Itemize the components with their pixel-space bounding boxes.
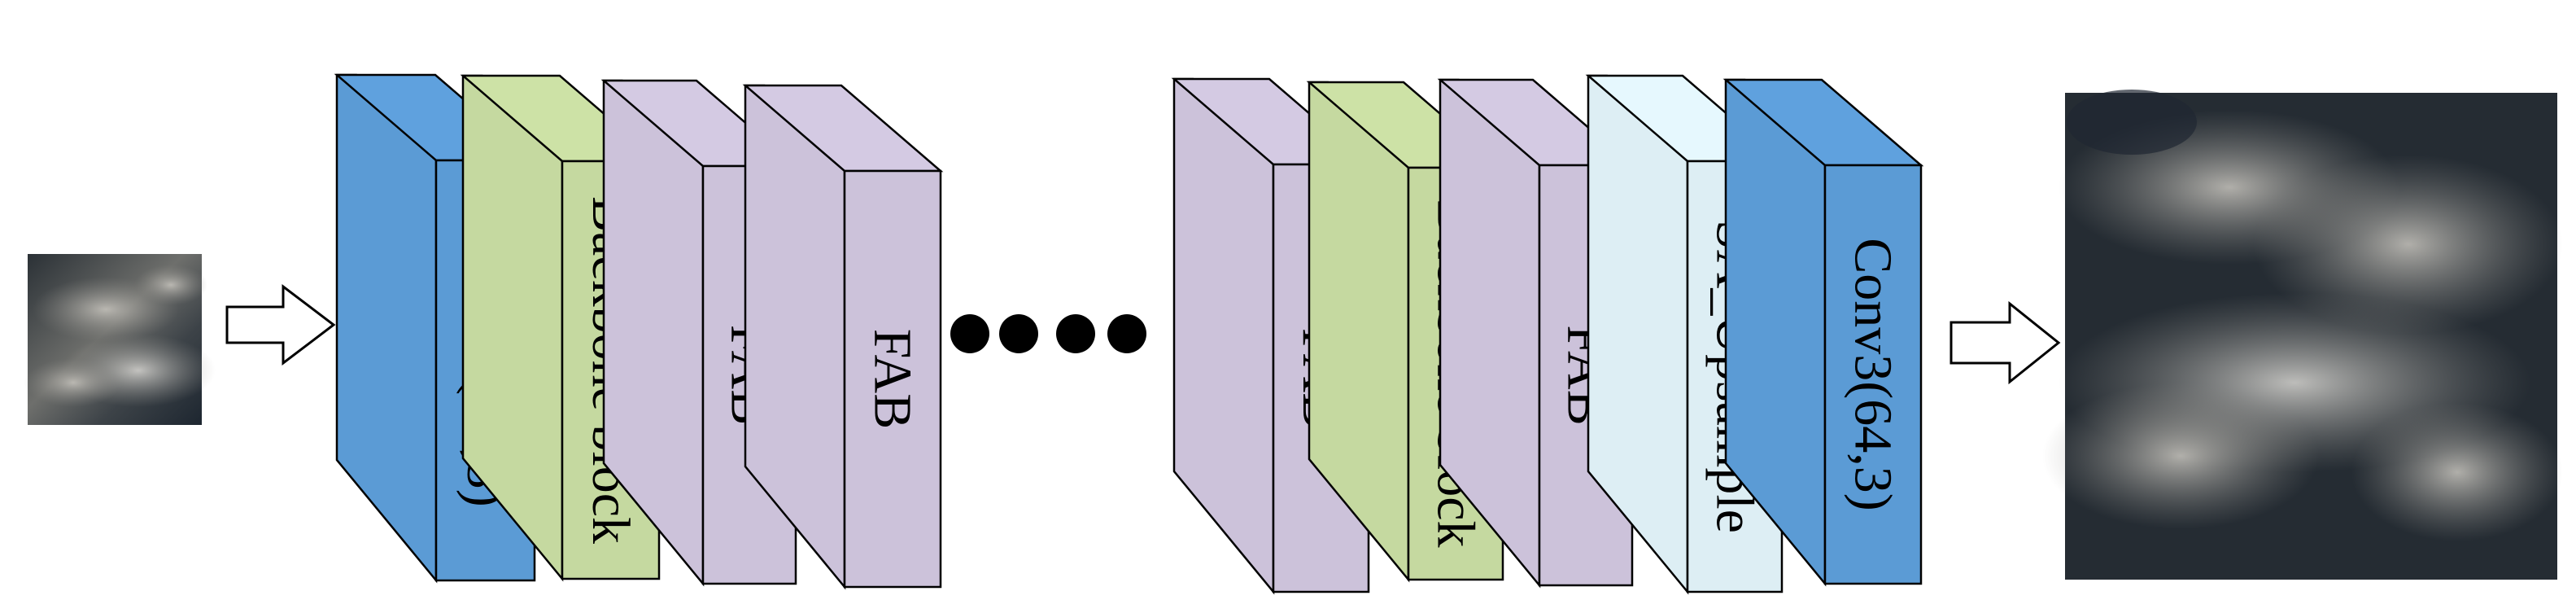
input-arrow [225, 283, 336, 366]
block-stack: Conv3(64,3)Backbone blockFABFABFABBackbo… [334, 73, 1924, 595]
block-side-face [335, 73, 438, 584]
block-fab: FAB [742, 84, 944, 590]
block-front-face [843, 169, 942, 589]
block-front-face [1823, 164, 1923, 585]
ellipsis [950, 314, 1146, 353]
block-fab: FAB [1437, 78, 1635, 589]
block-label: FAB [863, 329, 923, 430]
block-conv: Conv3(64,3) [1722, 78, 1924, 587]
ellipsis-dot [1056, 314, 1095, 353]
block-side-face [1172, 77, 1275, 595]
satellite-input-thumbnail [24, 254, 216, 425]
ellipsis-dot [950, 314, 989, 353]
ellipsis-dot [1107, 314, 1146, 353]
output-arrow [1949, 300, 2061, 385]
ellipsis-dot [999, 314, 1038, 353]
block-label: Conv3(64,3) [1844, 238, 1903, 510]
satellite-output-image [2042, 90, 2563, 580]
